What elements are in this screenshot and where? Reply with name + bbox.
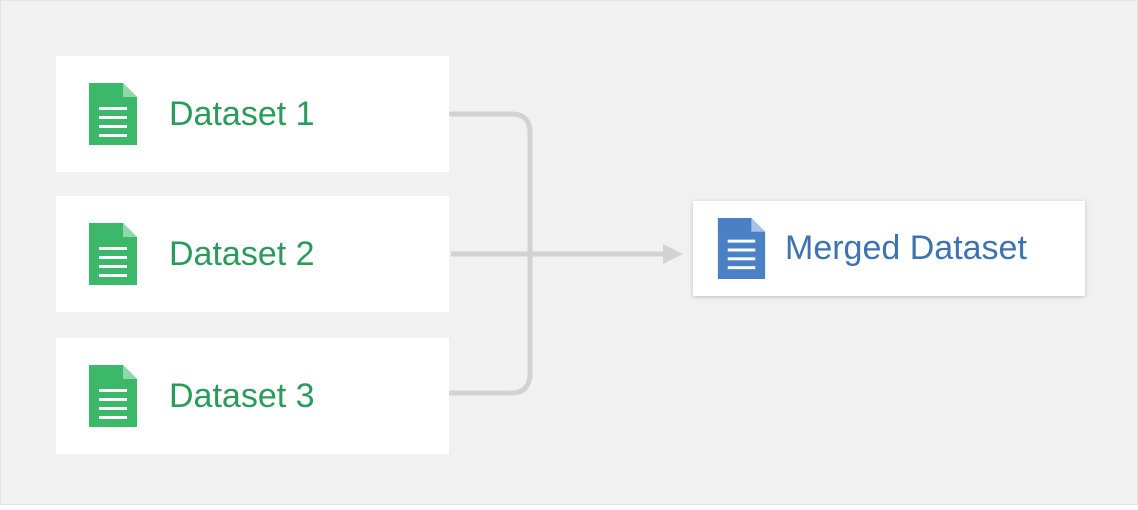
green-document-icon [89,223,137,285]
source-node-dataset-2[interactable]: Dataset 2 [56,196,449,312]
green-document-icon [89,83,137,145]
source-label: Dataset 2 [169,235,315,273]
target-node-merged-dataset[interactable]: Merged Dataset [693,201,1085,296]
source-node-dataset-1[interactable]: Dataset 1 [56,56,449,172]
green-document-icon [89,365,137,427]
source-node-dataset-3[interactable]: Dataset 3 [56,338,449,454]
source-label: Dataset 3 [169,377,315,415]
target-label: Merged Dataset [785,229,1027,267]
source-label: Dataset 1 [169,95,315,133]
merge-arrowhead [663,244,683,264]
blue-document-icon [717,218,766,279]
